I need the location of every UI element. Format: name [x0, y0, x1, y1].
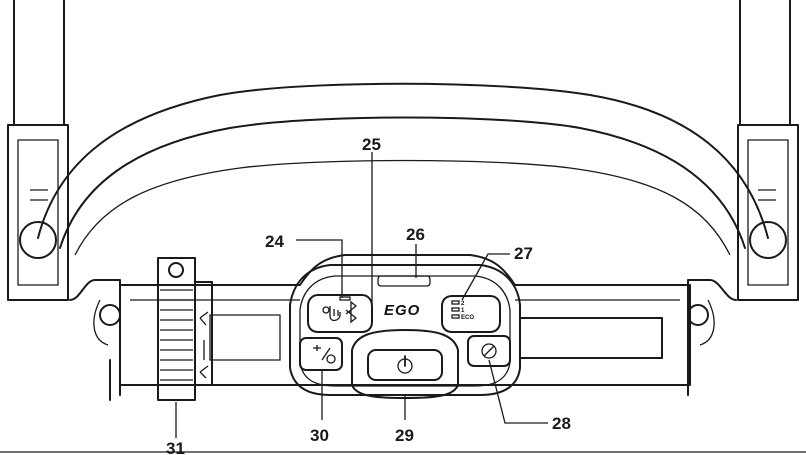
callout-31: 31	[166, 439, 185, 455]
right-handle-bracket	[737, 124, 799, 301]
self-propel-drive-icon	[313, 345, 336, 364]
speed-dial-icon	[481, 343, 497, 359]
bluetooth-pairing-button[interactable]	[307, 294, 373, 333]
speed-indicator-lights: 2 1 ECO	[441, 295, 501, 333]
touch-hand-icon	[322, 306, 341, 322]
callout-26: 26	[406, 225, 425, 244]
callout-labels: 24 25 26 27 28 29 30 31	[166, 135, 571, 455]
callout-28: 28	[552, 414, 571, 433]
headlight-strip	[377, 275, 431, 287]
power-button[interactable]	[351, 329, 459, 399]
handle-tubes	[13, 0, 791, 126]
speed-dial-button[interactable]	[467, 335, 511, 367]
speed-level-1-label: 1	[461, 308, 465, 314]
callout-27: 27	[514, 244, 533, 263]
leader-lines	[175, 152, 548, 438]
callout-30: 30	[310, 426, 329, 445]
self-propel-button[interactable]	[299, 337, 343, 371]
height-adjust-lever[interactable]	[157, 257, 213, 401]
brand-logo: EGO	[384, 302, 420, 319]
height-lever-icon	[199, 311, 209, 379]
left-handle-bracket	[7, 124, 69, 301]
power-icon	[397, 355, 413, 374]
callout-24: 24	[265, 232, 284, 251]
safety-bail-bar	[37, 82, 769, 256]
bluetooth-icon	[345, 300, 358, 324]
speed-level-2-label: 2	[461, 301, 465, 307]
callout-29: 29	[395, 426, 414, 445]
callout-25: 25	[362, 135, 381, 154]
speed-eco-label: ECO	[461, 315, 474, 321]
